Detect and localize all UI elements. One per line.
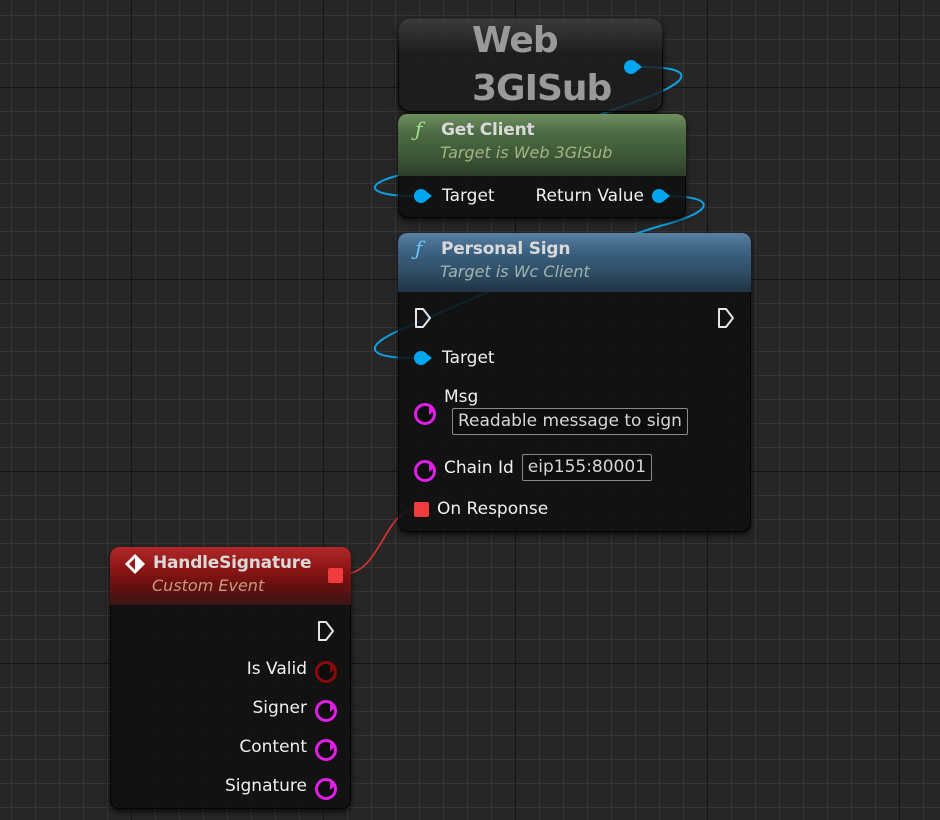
input-pin-object[interactable] <box>414 188 432 204</box>
input-pin-string-msg[interactable] <box>414 403 436 425</box>
function-icon: ƒ <box>415 236 423 260</box>
node-header: ƒ Get Client Target is Web 3GISub <box>398 114 686 176</box>
exec-out-pin[interactable] <box>717 307 735 329</box>
pin-label: Chain Id <box>444 457 514 478</box>
pin-label: Signature <box>224 776 307 796</box>
node-gloss <box>398 18 663 52</box>
output-pin-row-signature[interactable]: Signature <box>224 776 337 800</box>
pin-label: Content <box>239 737 307 757</box>
pin-label: Target <box>442 348 495 368</box>
output-pin-row-is-valid[interactable]: Is Valid <box>246 659 337 683</box>
node-title: Personal Sign <box>441 239 571 259</box>
exec-out-pin[interactable] <box>317 620 335 642</box>
pin-label: Target <box>442 186 495 206</box>
input-pin-string[interactable] <box>414 459 436 482</box>
node-header: ƒ Personal Sign Target is Wc Client <box>398 233 751 292</box>
input-pin-row-on-response[interactable]: On Response <box>414 499 548 519</box>
node-handle-signature[interactable]: HandleSignature Custom Event Is Valid Si… <box>110 547 351 809</box>
output-pin-object[interactable] <box>652 188 670 204</box>
input-pin-row-target[interactable]: Target <box>414 186 495 206</box>
output-pin-string[interactable] <box>315 700 337 722</box>
output-pin-row-return-value[interactable]: Return Value <box>535 186 670 206</box>
exec-in-pin[interactable] <box>414 307 432 329</box>
node-subtitle: Custom Event <box>152 576 265 595</box>
pin-label: Return Value <box>535 186 645 206</box>
output-pin-string[interactable] <box>315 739 337 761</box>
pin-label: On Response <box>437 499 549 519</box>
event-diamond-icon <box>125 554 145 574</box>
input-pin-object[interactable] <box>414 350 432 366</box>
node-title-line1: Web <box>472 20 559 61</box>
output-pin-bool[interactable] <box>315 661 337 683</box>
output-pin-string[interactable] <box>315 778 337 800</box>
node-header: HandleSignature Custom Event <box>110 547 351 605</box>
node-subtitle: Target is Wc Client <box>440 262 590 281</box>
pin-label: Signer <box>252 698 307 718</box>
node-get-client[interactable]: ƒ Get Client Target is Web 3GISub Target… <box>398 114 686 218</box>
output-pin-row-content[interactable]: Content <box>239 737 337 761</box>
node-subtitle: Target is Web 3GISub <box>440 143 613 162</box>
input-pin-delegate[interactable] <box>414 501 429 517</box>
output-pin-row-signer[interactable]: Signer <box>252 698 337 722</box>
node-personal-sign[interactable]: ƒ Personal Sign Target is Wc Client Targ… <box>398 233 751 532</box>
node-title-line2: 3GISub <box>472 68 612 109</box>
input-pin-row-chain-id[interactable]: Chain Id eip155:80001 <box>414 454 653 482</box>
node-web3gisub[interactable]: Web 3GISub <box>398 18 663 112</box>
input-pin-row-target[interactable]: Target <box>414 348 495 368</box>
function-icon: ƒ <box>415 117 423 141</box>
node-title: HandleSignature <box>153 553 312 573</box>
chain-id-input[interactable]: eip155:80001 <box>521 454 653 481</box>
pin-label: Is Valid <box>246 659 307 679</box>
msg-input[interactable]: Readable message to sign <box>452 408 688 435</box>
node-title: Get Client <box>441 120 535 140</box>
output-pin-object[interactable] <box>624 59 642 75</box>
pin-label-msg: Msg <box>444 387 479 407</box>
output-pin-delegate[interactable] <box>328 568 343 583</box>
